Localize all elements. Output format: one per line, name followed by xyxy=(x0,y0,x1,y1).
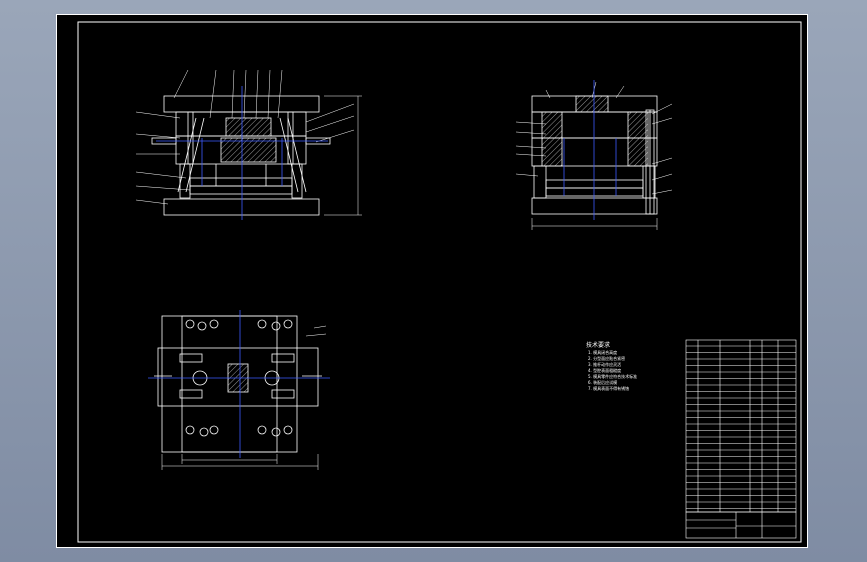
inner-frame xyxy=(77,21,802,543)
tech-req-line: 5. 模具零件应符合技术标准 xyxy=(588,373,637,379)
tech-req-line: 2. 分型面应贴合紧密 xyxy=(588,355,625,361)
mold-assembly-drawing: 技术要求 1. 模具闭合高度 2. 分型面应贴合紧密 3. 推杆动作应灵活 4.… xyxy=(56,14,808,548)
tech-req-heading: 技术要求 xyxy=(586,341,610,349)
drawing-sheet: 技术要求 1. 模具闭合高度 2. 分型面应贴合紧密 3. 推杆动作应灵活 4.… xyxy=(56,14,808,548)
title-block xyxy=(685,511,797,539)
technical-requirements: 技术要求 1. 模具闭合高度 2. 分型面应贴合紧密 3. 推杆动作应灵活 4.… xyxy=(586,341,637,391)
tech-req-line: 4. 型腔表面粗糙度 xyxy=(588,367,621,373)
plan-view xyxy=(154,315,327,470)
parts-list xyxy=(685,339,797,513)
plan-view-centerlines xyxy=(148,310,330,458)
tech-req-line: 3. 推杆动作应灵活 xyxy=(588,361,621,367)
outer-frame xyxy=(56,14,808,548)
side-section-view xyxy=(515,81,673,230)
side-view-centerlines xyxy=(563,80,617,220)
main-view-centerlines xyxy=(156,86,328,220)
tech-req-line: 1. 模具闭合高度 xyxy=(588,349,617,355)
tech-req-line: 6. 装配后应试模 xyxy=(588,379,617,385)
main-section-view xyxy=(135,69,362,216)
tech-req-line: 7. 模具表面不得有锈蚀 xyxy=(588,385,629,391)
